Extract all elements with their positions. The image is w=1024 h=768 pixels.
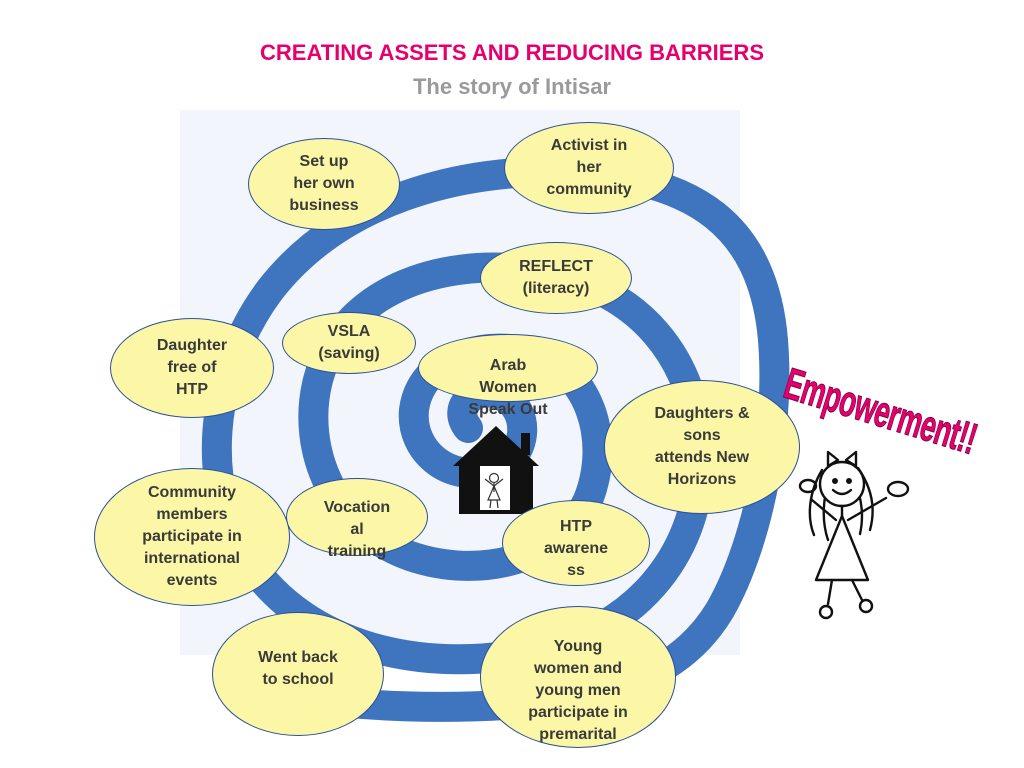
bubble-new-horizons-text: Daughters & sons attends New Horizons	[654, 405, 750, 488]
bubble-vocational-text: Vocation al training	[323, 499, 391, 560]
bubble-reflect: REFLECT (literacy)	[480, 242, 632, 314]
diagram-subtitle: The story of Intisar	[412, 74, 612, 99]
bubble-premarital-text: Young women and young men participate in…	[528, 638, 628, 743]
bubble-new-horizons: Daughters & sons attends New Horizons	[604, 380, 800, 514]
bubble-activist: Activist in her community	[504, 122, 674, 214]
bubble-arab-women-text: Arab Women Speak Out	[468, 357, 548, 418]
house-icon	[453, 426, 539, 514]
bubble-daughter-htp: Daughter free of HTP	[110, 318, 274, 418]
bubble-community-events-text: Community members participate in interna…	[142, 484, 242, 589]
bubble-school-text: Went back to school	[258, 649, 338, 688]
bubble-htp-awareness: HTP awarene ss	[502, 500, 650, 586]
bubble-reflect-text: REFLECT (literacy)	[519, 258, 593, 297]
bubble-htp-awareness-text: HTP awarene ss	[543, 518, 609, 579]
bubble-school: Went back to school	[212, 612, 384, 736]
bubble-business: Set up her own business	[248, 138, 400, 230]
bubble-arab-women: Arab Women Speak Out	[418, 334, 598, 418]
diagram-title: CREATING ASSETS AND REDUCING BARRIERS	[260, 40, 764, 65]
stick-girl-icon	[798, 450, 910, 620]
bubble-vsla: VSLA (saving)	[282, 312, 416, 374]
bubble-vocational: Vocation al training	[286, 478, 428, 560]
bubble-vsla-text: VSLA (saving)	[318, 323, 380, 362]
bubble-activist-text: Activist in her community	[546, 137, 632, 198]
bubble-community-events: Community members participate in interna…	[94, 468, 290, 606]
small-girl-icon	[484, 472, 504, 509]
bubble-business-text: Set up her own business	[289, 153, 359, 214]
bubble-premarital: Young women and young men participate in…	[480, 606, 676, 748]
bubble-daughter-htp-text: Daughter free of HTP	[156, 337, 228, 398]
